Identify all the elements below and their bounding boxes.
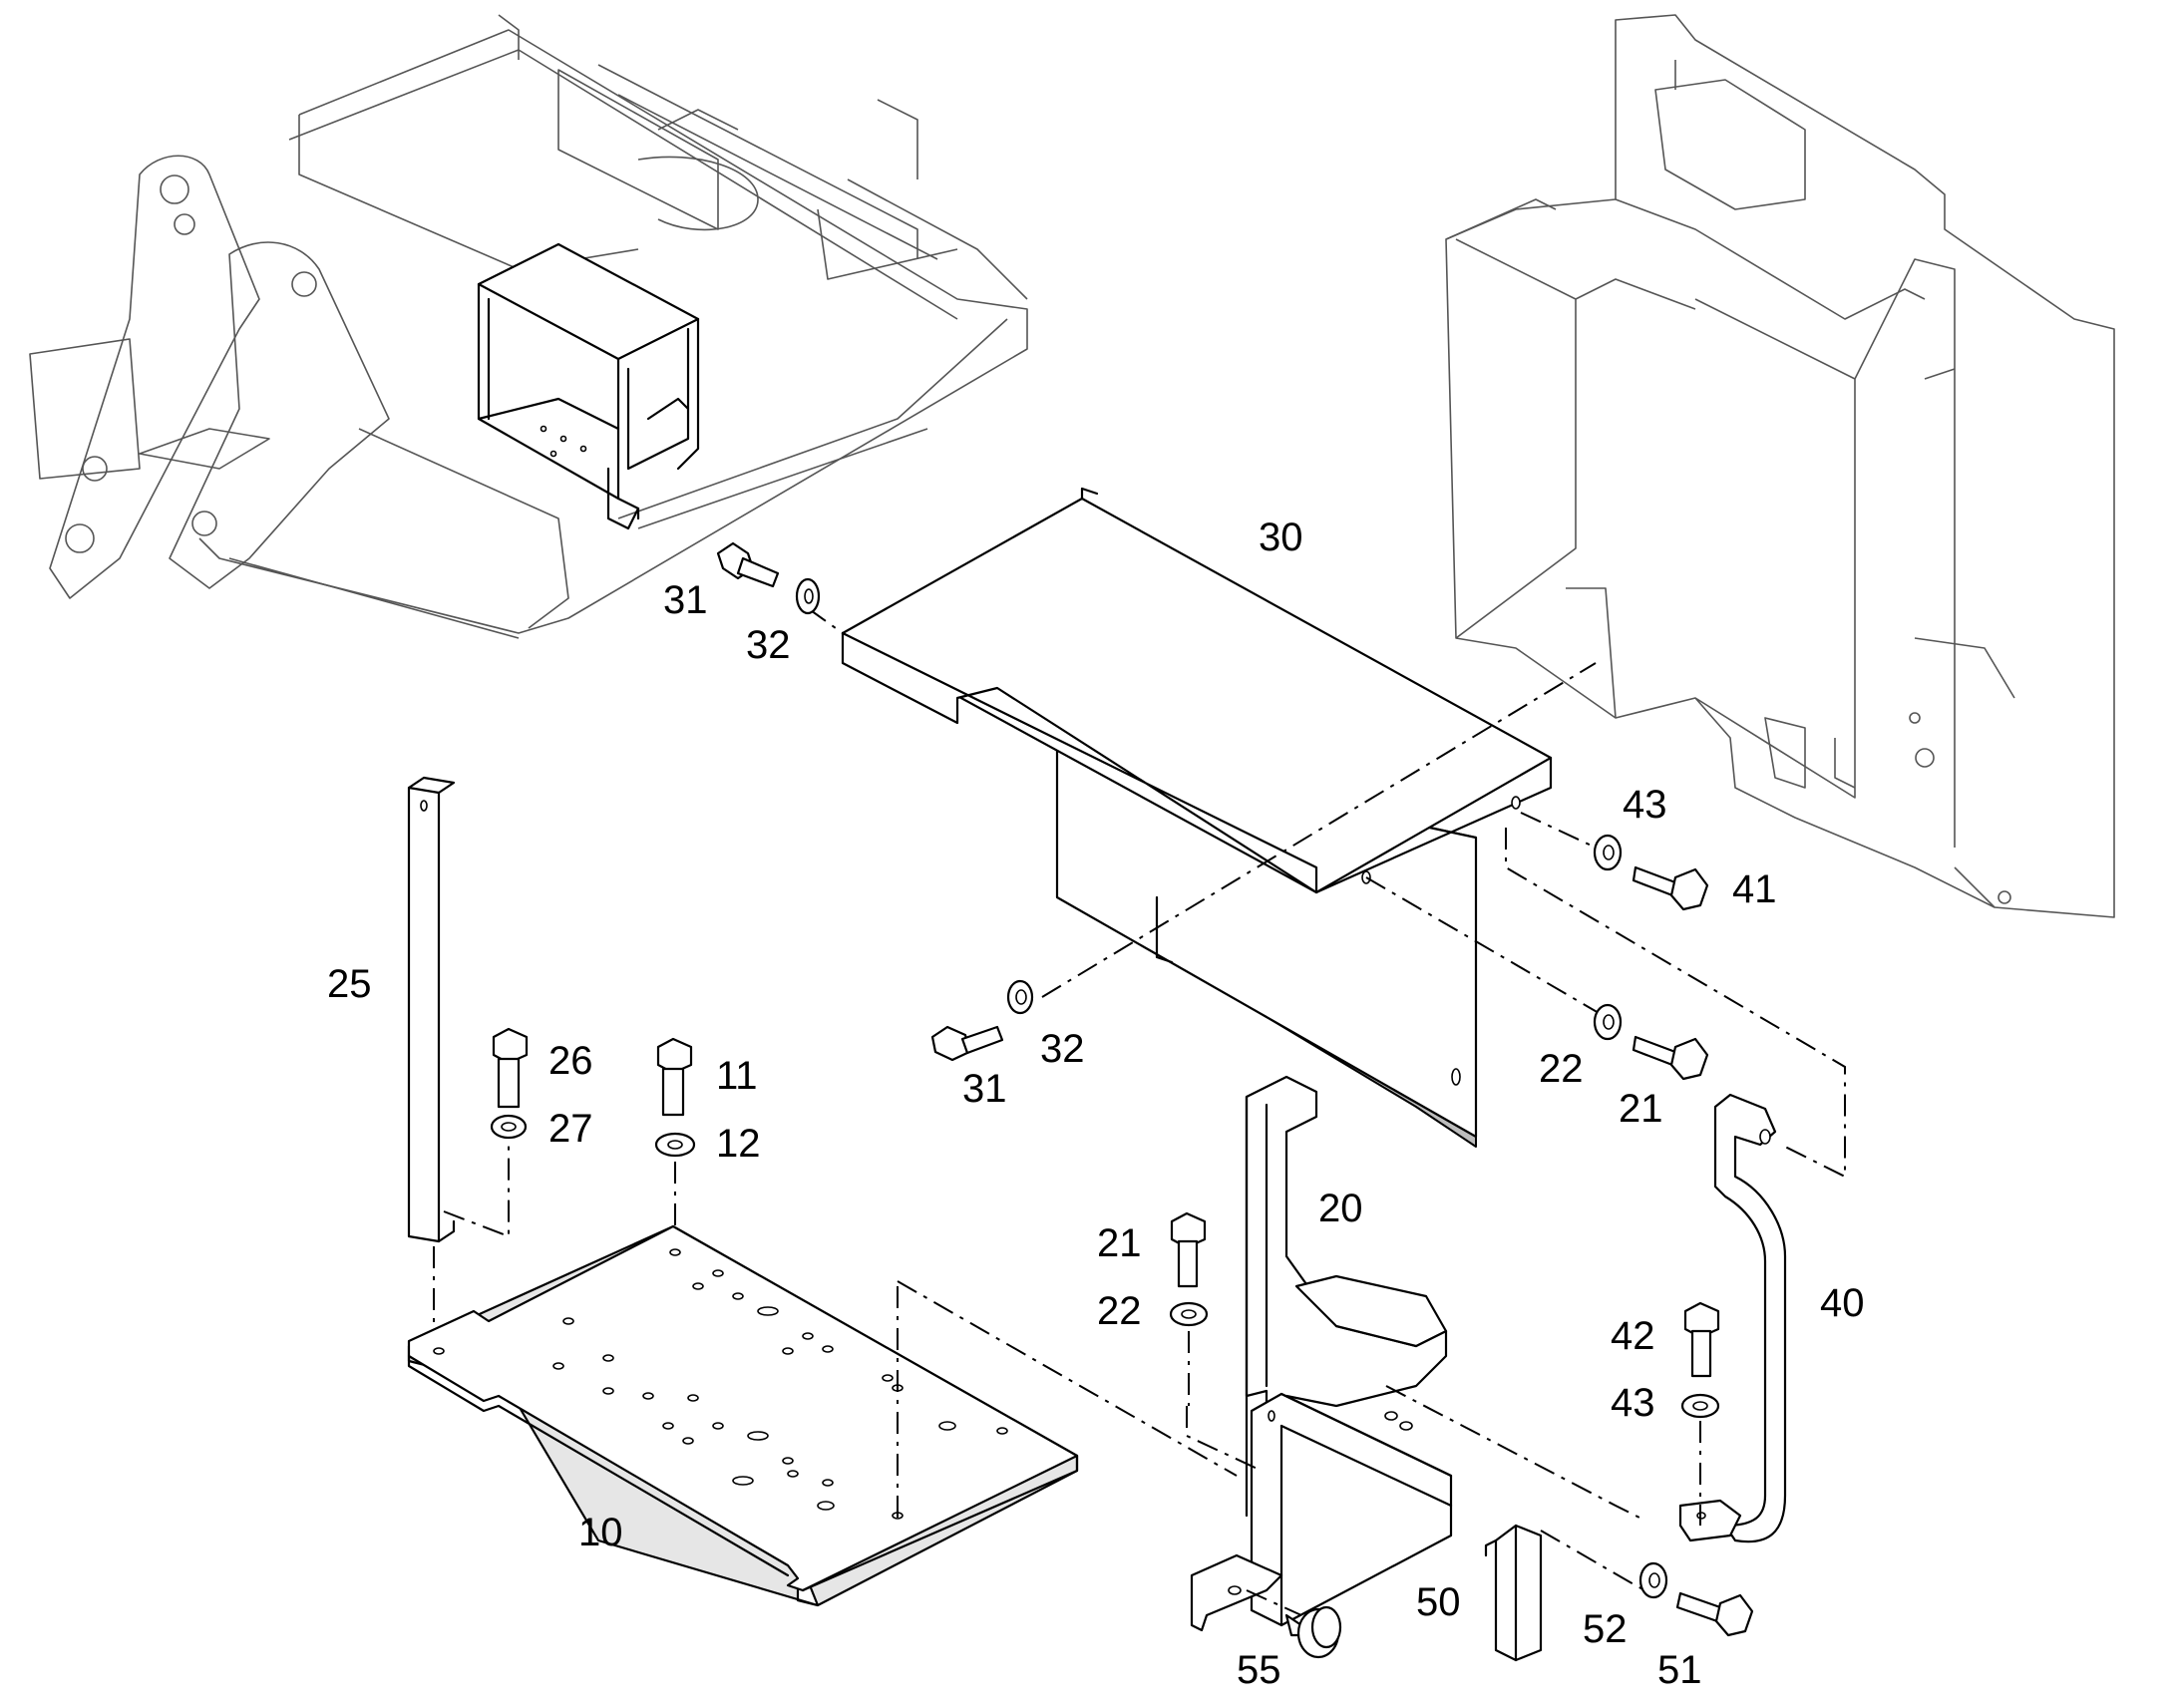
leader-dashline bbox=[1041, 662, 1597, 998]
cab-structure-overview bbox=[1445, 14, 2115, 918]
part-label-25: 25 bbox=[327, 962, 372, 1006]
washer-22-lower bbox=[1169, 1301, 1209, 1327]
part-label-32: 32 bbox=[746, 623, 791, 667]
part-label-32: 32 bbox=[1040, 1027, 1085, 1071]
part-label-51: 51 bbox=[1657, 1648, 1702, 1692]
part-label-22: 22 bbox=[1539, 1047, 1584, 1091]
highlighted-battery-box bbox=[477, 242, 700, 530]
leader-dashline bbox=[1186, 1406, 1263, 1472]
part-label-42: 42 bbox=[1611, 1314, 1655, 1358]
part-10-battery-base-plate bbox=[407, 1224, 1079, 1607]
part-25-hold-down-strap bbox=[407, 776, 456, 1243]
part-label-21: 21 bbox=[1097, 1221, 1142, 1265]
bolt-42 bbox=[1683, 1301, 1720, 1378]
part-label-10: 10 bbox=[578, 1511, 623, 1554]
part-50-clip bbox=[1484, 1524, 1543, 1662]
base-plate-holes bbox=[433, 1248, 1008, 1520]
leader-dashline bbox=[1246, 1589, 1302, 1616]
leader-dashline bbox=[807, 607, 844, 634]
leader-dashline bbox=[1505, 828, 1846, 1179]
washer-12 bbox=[654, 1132, 696, 1158]
part-label-43: 43 bbox=[1611, 1381, 1655, 1425]
part-label-43: 43 bbox=[1623, 783, 1667, 827]
bolt-31-upper bbox=[716, 541, 780, 588]
part-label-20: 20 bbox=[1318, 1187, 1363, 1230]
part-label-41: 41 bbox=[1732, 867, 1777, 911]
leader-dashline bbox=[1540, 1530, 1651, 1594]
leader-dashline bbox=[1365, 876, 1607, 1018]
part-label-26: 26 bbox=[548, 1039, 593, 1083]
bolt-51 bbox=[1675, 1591, 1754, 1637]
part-label-52: 52 bbox=[1583, 1607, 1628, 1651]
leader-dashline bbox=[1385, 1385, 1646, 1522]
part-label-11: 11 bbox=[716, 1054, 758, 1098]
leader-dashline bbox=[897, 1280, 1238, 1477]
part-label-21: 21 bbox=[1619, 1087, 1663, 1131]
part-label-55: 55 bbox=[1237, 1648, 1281, 1692]
machine-frame-overview bbox=[29, 14, 1028, 639]
bolt-21-upper bbox=[1632, 1035, 1709, 1081]
bolt-26 bbox=[492, 1027, 529, 1109]
part-label-22: 22 bbox=[1097, 1289, 1142, 1333]
washer-52 bbox=[1638, 1561, 1668, 1599]
part-55-knob bbox=[1284, 1605, 1342, 1659]
part-label-30: 30 bbox=[1259, 515, 1303, 559]
bolt-31-lower bbox=[930, 1025, 1004, 1062]
washer-22-upper bbox=[1593, 1003, 1623, 1041]
washer-32-upper bbox=[795, 577, 821, 615]
leader-dashline bbox=[443, 1127, 510, 1238]
part-label-12: 12 bbox=[716, 1122, 761, 1166]
bolt-21-lower bbox=[1170, 1211, 1207, 1288]
washer-43-lower bbox=[1680, 1393, 1720, 1419]
part-label-27: 27 bbox=[548, 1107, 593, 1151]
washer-27 bbox=[490, 1114, 528, 1140]
leader-dashline bbox=[1520, 812, 1597, 849]
bolt-41 bbox=[1632, 865, 1709, 911]
part-label-50: 50 bbox=[1416, 1580, 1461, 1624]
part-label-40: 40 bbox=[1820, 1281, 1865, 1325]
part-30-battery-cover bbox=[841, 487, 1553, 1148]
part-number-labels: 30 31 32 43 41 25 32 31 26 11 27 12 22 2… bbox=[327, 515, 1865, 1692]
part-label-31: 31 bbox=[663, 578, 708, 622]
part-40-grab-handle bbox=[1678, 1093, 1787, 1543]
part-label-31: 31 bbox=[962, 1067, 1007, 1111]
part-20-support-bracket bbox=[1190, 1075, 1453, 1632]
washer-43-upper bbox=[1593, 834, 1623, 871]
washer-32-lower bbox=[1006, 979, 1034, 1015]
bolt-11 bbox=[656, 1037, 693, 1117]
